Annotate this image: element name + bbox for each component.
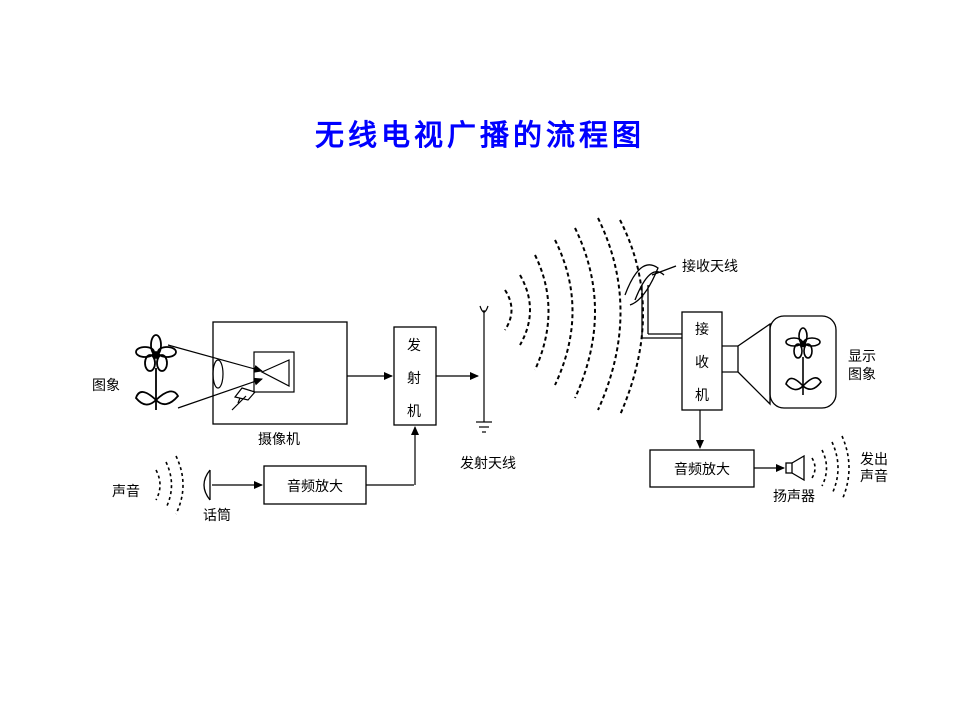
label-audio-amp-tx: 音频放大 <box>287 478 343 495</box>
label-receiver-3: 机 <box>695 388 709 404</box>
label-display-1: 显示 <box>848 349 876 365</box>
label-transmitter-3: 机 <box>407 404 421 420</box>
flower-output-icon <box>785 327 822 395</box>
label-sound-out-2: 声音 <box>860 468 888 485</box>
label-sound: 声音 <box>112 483 140 500</box>
page-title: 无线电视广播的流程图 <box>314 118 645 152</box>
microphone-icon <box>203 469 211 501</box>
receiver-box <box>681 311 723 411</box>
label-image-in: 图象 <box>92 378 120 394</box>
label-transmitter-2: 射 <box>407 371 421 387</box>
label-rx-antenna: 接收天线 <box>682 258 738 275</box>
label-speaker: 扬声器 <box>773 489 815 505</box>
label-receiver-2: 收 <box>695 355 709 371</box>
label-display-2: 图象 <box>848 367 876 383</box>
receiver-display-links <box>722 345 738 373</box>
sound-waves-out <box>811 435 850 501</box>
label-audio-amp-rx: 音频放大 <box>674 461 730 478</box>
label-transmitter-1: 发 <box>407 338 421 354</box>
radio-waves <box>504 217 644 416</box>
display-screen <box>737 315 837 409</box>
label-sound-out-1: 发出 <box>860 452 888 468</box>
arrow-audio-amp-to-transmitter <box>366 426 419 486</box>
label-tx-antenna: 发射天线 <box>460 456 516 472</box>
label-microphone: 话筒 <box>203 507 231 524</box>
label-receiver-1: 接 <box>695 321 709 338</box>
label-camera: 摄像机 <box>258 432 300 448</box>
camera-internals <box>167 344 295 411</box>
transmit-antenna-icon <box>476 305 492 433</box>
receive-antenna-icon <box>624 264 682 339</box>
flower-input-icon <box>134 334 180 410</box>
speaker-icon <box>785 454 805 482</box>
sound-waves-in <box>155 455 184 515</box>
